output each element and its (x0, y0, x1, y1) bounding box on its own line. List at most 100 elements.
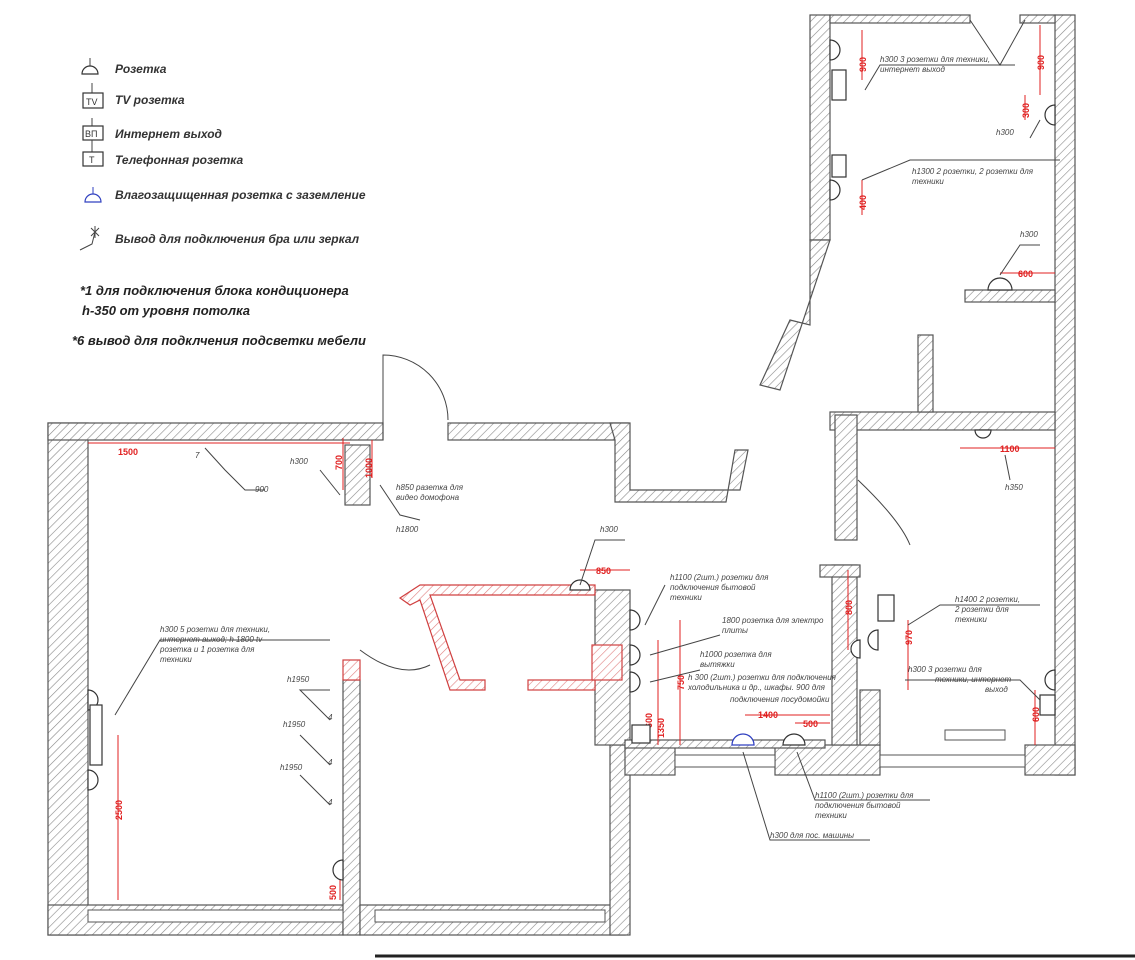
legend-internet: Интернет выход (115, 127, 222, 141)
dim-1000: 1000 (364, 458, 374, 478)
socket-icon (1044, 104, 1056, 126)
dim-750: 750 (676, 675, 686, 690)
annotations-intercom1: h850 разетка для (396, 483, 464, 492)
legend-waterproof: Влагозащищенная розетка с заземление (115, 188, 366, 202)
annotations-living3: розетка и 1 розетка для (159, 645, 255, 654)
leader-lines (114, 64, 1060, 841)
internet-icon (831, 69, 847, 101)
dim-500-left: 500 (328, 885, 338, 900)
annotations-living4: техники (160, 655, 192, 664)
tv-socket-icon (831, 154, 847, 178)
tv-socket-icon (89, 704, 103, 766)
bath-door (857, 479, 911, 546)
waterproof-socket-icon (84, 187, 102, 203)
phone-socket-icon: Т (82, 140, 104, 167)
annotations-k4c: подключения посудомойки (730, 695, 830, 704)
internet-icon (1039, 694, 1056, 716)
walls (47, 14, 1076, 936)
annotations-k4b: холодильника и др., шкафы. 900 для (687, 683, 826, 692)
socket-icon (782, 733, 806, 746)
dim-800: 800 (844, 600, 854, 615)
dim-600: 600 (644, 713, 654, 728)
annotations: 7 900 h300 h850 разетка для видео домофо… (159, 55, 1038, 840)
annotations-mark7: 7 (195, 451, 200, 460)
annotations-k3b: вытяжки (700, 660, 735, 669)
dimension-labels: 1500 700 1000 2500 500 850 600 1350 750 … (114, 55, 1046, 900)
socket-icon (629, 671, 641, 693)
annotations-h300b: h300 (600, 525, 618, 534)
dim-400: 400 (858, 195, 868, 210)
waterproof-socket-icon (731, 733, 755, 746)
dim-600-bedroom: 600 (1018, 269, 1033, 279)
annotations-mark4c: 4 (328, 798, 333, 807)
note-aircon-height: h-350 от уровня потолка (82, 303, 250, 318)
annotations-h1800: h1800 (396, 525, 419, 534)
annotations-bed1a: h300 3 розетки для техники, (880, 55, 990, 64)
annotations-k1a: h1100 (2шт.) розетки для (670, 573, 769, 582)
annotations-k3a: h1000 розетка для (700, 650, 772, 659)
socket-icon (829, 39, 841, 61)
socket-icon (987, 277, 1013, 291)
sockets (87, 39, 1056, 881)
sconce-icon (79, 226, 100, 251)
annotations-h300d: h300 (1020, 230, 1038, 239)
dim-600-right: 600 (1031, 707, 1041, 722)
annotations-mark4b: 4 (328, 758, 333, 767)
dim-970: 970 (904, 630, 914, 645)
internet-icon: ВП (82, 118, 104, 141)
dim-300: 300 (1021, 103, 1031, 118)
socket-icon (850, 639, 861, 659)
legend-tv-socket: TV розетка (115, 93, 185, 107)
dimension-lines (88, 25, 1055, 900)
dim-850: 850 (596, 566, 611, 576)
legend-phone: Телефонная розетка (115, 153, 244, 167)
dim-2500: 2500 (114, 800, 124, 820)
annotations-bed2b: техники (912, 177, 944, 186)
annotations-b1b: подключения бытовой (815, 801, 901, 810)
socket-icon (974, 429, 992, 439)
annotations-h350: h350 (1005, 483, 1023, 492)
socket-icon (332, 859, 344, 881)
dim-1500: 1500 (118, 447, 138, 457)
dim-700: 700 (334, 455, 344, 470)
annotations-r1c: техники (955, 615, 987, 624)
tv-socket-icon: TV (82, 83, 104, 109)
annotations-b1a: h1100 (2шт.) розетки для (815, 791, 914, 800)
annotations-h1950c: h1950 (280, 763, 303, 772)
annotations-h300c: h300 (996, 128, 1014, 137)
socket-icon (629, 609, 641, 631)
dim-500: 500 (803, 719, 818, 729)
annotations-r2c: выход (985, 685, 1008, 694)
legend-phone_glyph: Т (89, 155, 95, 165)
socket-icon (631, 724, 651, 744)
annotations-k4a: h 300 (2шт.) розетки для подключения (688, 673, 837, 682)
legend: Розетка TV TV розетка ВП Интернет выход … (72, 58, 366, 348)
socket-icon (81, 58, 99, 75)
dim-1400: 1400 (758, 710, 778, 720)
annotations-n900: 900 (255, 485, 269, 494)
dim-900-top: 900 (858, 57, 868, 72)
radiator (944, 729, 1006, 741)
entrance-door (382, 354, 449, 440)
socket-icon (867, 629, 879, 651)
annotations-living1: h300 5 розетки для техники, (160, 625, 270, 634)
annotations-intercom2: видео домофона (396, 493, 460, 502)
annotations-r2b: техники, интернет (935, 675, 1011, 684)
annotations-k2a: 1800 розетка для электро (722, 616, 824, 625)
legend-socket: Розетка (115, 62, 167, 76)
tv-socket-icon (877, 594, 895, 622)
dim-1100: 1100 (1000, 444, 1020, 454)
kitchen-door (359, 649, 431, 671)
annotations-living2: интернет выход; h 1800 tv (160, 635, 263, 644)
annotations-h1950b: h1950 (283, 720, 306, 729)
annotations-r1b: 2 розетки для (954, 605, 1010, 614)
annotations-k2b: плиты (722, 626, 748, 635)
socket-icon (1044, 669, 1056, 691)
annotations-bed2a: h1300 2 розетки, 2 розетки для (912, 167, 1034, 176)
note-aircon: *1 для подключения блока кондиционера (80, 283, 349, 298)
legend-tv_glyph: TV (86, 97, 98, 107)
annotations-r2a: h300 3 розетки для (908, 665, 983, 674)
socket-icon (87, 769, 99, 791)
annotations-k1b: подключения бытовой (670, 583, 756, 592)
